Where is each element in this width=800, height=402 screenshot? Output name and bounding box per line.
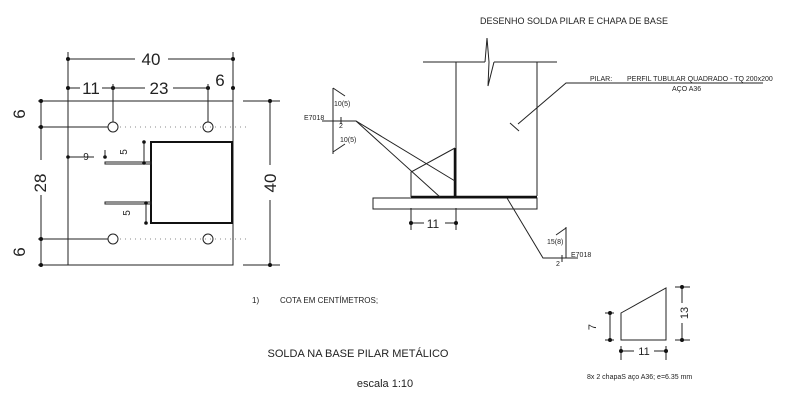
section-title: DESENHO SOLDA PILAR E CHAPA DE BASE	[480, 16, 668, 26]
drawing-scale: escala 1:10	[357, 378, 413, 390]
pillar-steel: AÇO A36	[672, 86, 701, 93]
anchor-hole	[107, 121, 119, 133]
drawing-title: SOLDA NA BASE PILAR METÁLICO	[268, 347, 449, 360]
anchor-hole	[107, 233, 119, 245]
stiffener	[104, 161, 152, 165]
gusset-height-left: 7	[587, 324, 599, 330]
dim-bottom: 6	[10, 247, 29, 256]
gusset-height-right: 13	[679, 307, 691, 319]
weld-symbol-left: 10(5) 10(5) E7018 2	[304, 87, 456, 198]
column-elevation: 11 PILAR: PERFIL TUBULAR QUADRADO - TQ 2…	[304, 37, 773, 268]
base-plate-plan: 40 11 23 6 6 28 6 40	[10, 50, 280, 267]
dim-total-height: 40	[261, 174, 280, 193]
break-symbol	[484, 37, 495, 87]
dim-stiffener-bottom: 5	[122, 210, 133, 216]
gusset-width: 11	[638, 346, 649, 358]
anchor-hole	[202, 121, 214, 133]
dim-stiffener-offset: 9	[83, 152, 89, 163]
dim-middle: 23	[150, 79, 169, 98]
weld-top-size: 10(5)	[334, 101, 350, 108]
weld-electrode-bottom: E7018	[571, 252, 591, 259]
weld-count-left: 2	[339, 123, 343, 130]
weld-bottom-size: 10(5)	[340, 137, 356, 144]
dim-center: 28	[31, 174, 50, 193]
dim-left: 11	[82, 79, 100, 98]
stiffener	[104, 201, 152, 205]
dim-right: 6	[215, 71, 224, 90]
gusset-detail: 7 13 11 8x 2 chapaS aço A36; e=6.35 mm	[587, 285, 692, 381]
anchor-hole	[202, 233, 214, 245]
gusset-outline	[620, 287, 667, 341]
pillar-label: PILAR:	[590, 76, 612, 83]
gusset-note: 8x 2 chapaS aço A36; e=6.35 mm	[587, 374, 692, 381]
weld-size-bottom: 15(8)	[547, 239, 563, 246]
dim-stiffener-top: 5	[119, 149, 130, 155]
dim-top: 6	[10, 109, 29, 118]
weld-symbol-bottom: 15(8) E7018 2	[506, 197, 591, 268]
gusset-plate	[410, 147, 456, 197]
anchor-holes	[38, 121, 248, 245]
pillar-description: PERFIL TUBULAR QUADRADO - TQ 200x200	[627, 76, 773, 83]
dim-total-width: 40	[142, 50, 161, 69]
weld-electrode-left: E7018	[304, 115, 324, 122]
column-section	[150, 141, 233, 224]
note-number: 1)	[252, 296, 259, 305]
dim-stiffener-length: 11	[427, 217, 440, 231]
weld-count-bottom: 2	[556, 261, 560, 268]
note-text: COTA EM CENTÍMETROS;	[280, 296, 378, 305]
